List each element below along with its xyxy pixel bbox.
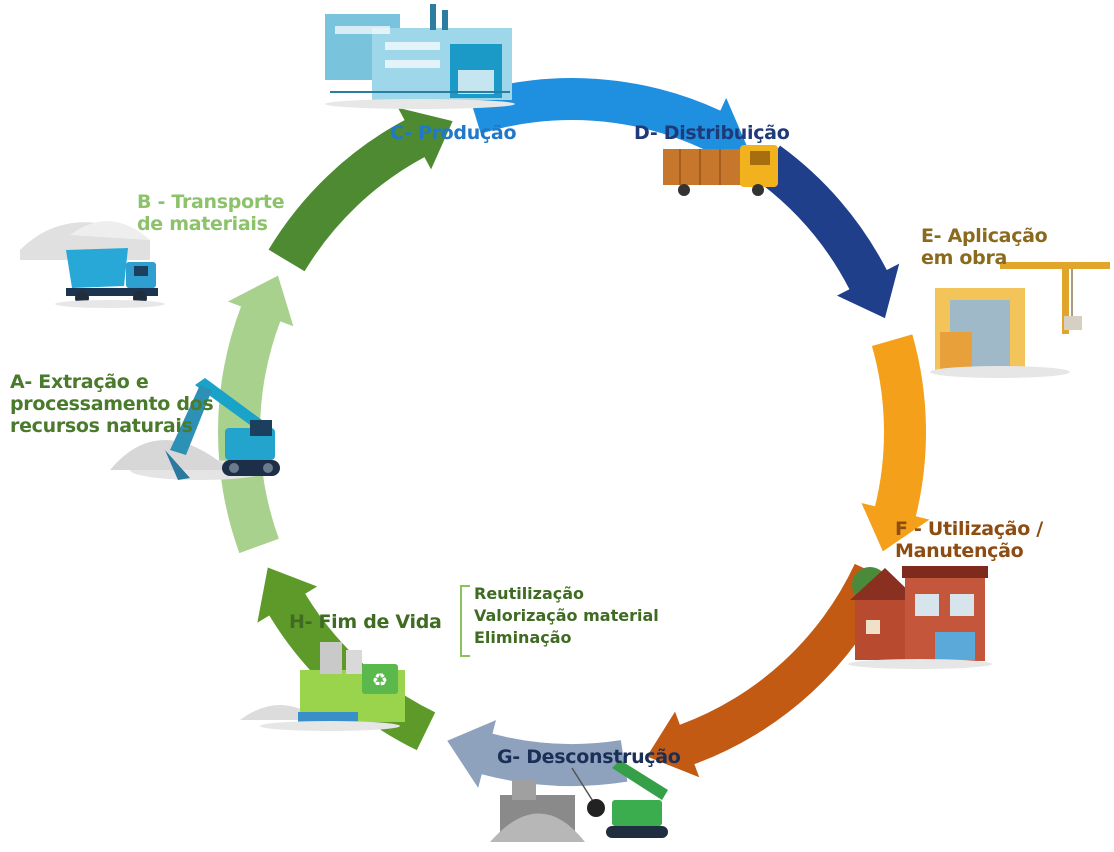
stage-c-line-1: C- Produção (390, 122, 517, 144)
stage-b-line-1: B - Transporte (137, 191, 285, 213)
houses-icon (848, 566, 992, 669)
stage-h-line-1: H- Fim de Vida (289, 611, 442, 633)
option-reuse: Reutilização (474, 584, 585, 603)
dump-truck-icon (20, 221, 165, 308)
stage-a-label: A- Extração e processamento dos recursos… (10, 371, 214, 437)
stage-g-line-1: G- Desconstrução (497, 746, 681, 768)
stage-a-line-3: recursos naturais (10, 415, 193, 437)
end-of-life-options: Reutilização Valorização material Elimin… (460, 583, 659, 657)
stage-c-arrow (468, 78, 749, 162)
stage-c-label: C- Produção (390, 122, 517, 144)
cycle-arrows (217, 78, 930, 788)
delivery-truck-icon (663, 145, 778, 196)
factory-icon (325, 4, 515, 109)
options-bracket (460, 585, 470, 657)
stage-a-line-1: A- Extração e (10, 371, 149, 393)
stage-f-arrow (646, 563, 893, 778)
stage-f-label: F - Utilização / Manutenção (895, 518, 1043, 562)
stage-d-label: D- Distribuição (634, 122, 790, 144)
stage-b-line-2: de materiais (137, 213, 268, 235)
stage-a-arrow (217, 275, 294, 554)
stage-h-label: H- Fim de Vida (289, 611, 442, 633)
stage-d-arrow (755, 145, 900, 319)
construction-crane-icon (930, 262, 1110, 378)
recycling-plant-icon: ♻ (240, 642, 405, 731)
option-disposal: Eliminação (474, 628, 572, 647)
stage-d-line-1: D- Distribuição (634, 122, 790, 144)
excavator-icon (110, 378, 280, 480)
demolition-machine-icon (490, 760, 668, 842)
stage-e-line-1: E- Aplicação (921, 225, 1048, 247)
option-material-recovery: Valorização material (474, 606, 659, 625)
stage-e-line-2: em obra (921, 247, 1008, 269)
stage-f-line-1: F - Utilização / (895, 518, 1043, 540)
stage-a-line-2: processamento dos (10, 393, 214, 415)
stage-g-label: G- Desconstrução (497, 746, 681, 768)
stage-g-arrow (447, 720, 628, 788)
stage-b-arrow (268, 107, 453, 272)
stage-b-label: B - Transporte de materiais (137, 191, 285, 235)
stage-e-arrow (861, 334, 930, 552)
stage-e-label: E- Aplicação em obra (921, 225, 1048, 269)
stage-f-line-2: Manutenção (895, 540, 1024, 562)
svg-text:♻: ♻ (372, 670, 388, 691)
